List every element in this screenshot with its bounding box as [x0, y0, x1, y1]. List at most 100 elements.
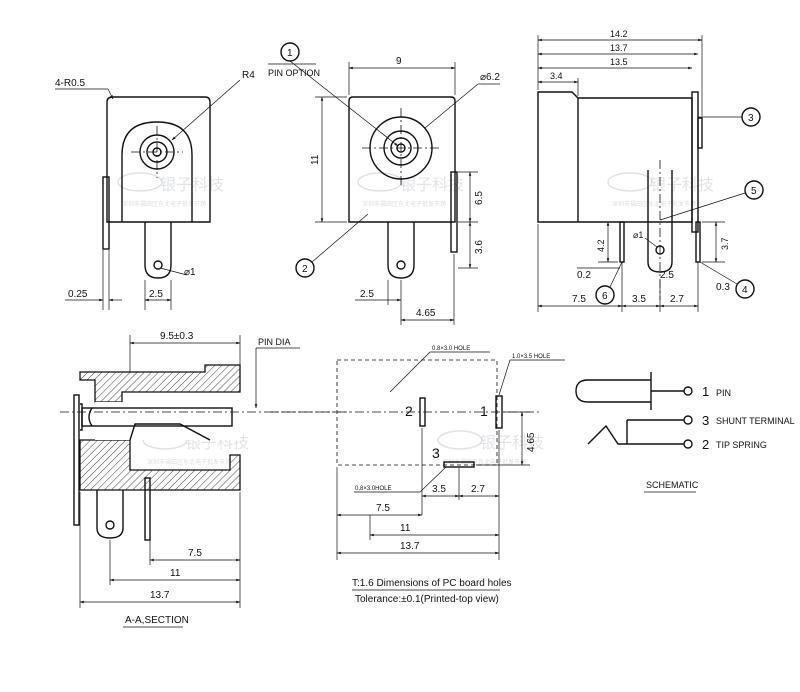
dim-13-5: 13.5 [610, 57, 628, 67]
pin3-label: SHUNT TERMINAL [716, 416, 795, 426]
dim-bore: ⌀6.2 [480, 72, 500, 83]
pin-6-outline [619, 221, 625, 263]
corner-radius-label: 4-R0.5 [55, 78, 85, 89]
watermark-2: 银子科技 深圳市福田区东北电子批发市场 [357, 172, 464, 208]
schematic: 1 PIN 3 SHUNT TERMINAL 2 TIP SPRING SCHE… [575, 372, 795, 493]
watermark-sub: 深圳市福田区东北电子批发市场 [362, 200, 446, 208]
pin-hole [396, 260, 406, 270]
pin-3-label: 3 [432, 445, 440, 461]
hole-radius-label: R4 [242, 70, 255, 81]
schematic-spring [587, 424, 684, 445]
dim-2-5: 2.5 [660, 270, 674, 281]
dim-7-5: 7.5 [572, 294, 586, 305]
terminal-3 [683, 415, 693, 425]
hole-1 [495, 395, 503, 429]
dim-3-7: 3.7 [720, 237, 730, 250]
top-left-view: 4-R0.5 R4 ⌀1 0.25 2.5 [55, 70, 255, 310]
dim-13-7: 13.7 [400, 541, 420, 552]
section-pin-2 [144, 477, 151, 541]
side-pin [102, 176, 110, 250]
hole-note-right: 1.0×3.5 HOLE [512, 354, 550, 360]
dim-13-7: 13.7 [610, 43, 628, 53]
callout-6: 6 [602, 291, 608, 302]
dim-width: 9 [396, 56, 402, 67]
pin1-label: PIN [716, 388, 731, 398]
dim-4-2: 4.2 [596, 239, 606, 252]
tip-spring [129, 423, 211, 441]
top-middle-view: 1 PIN OPTION 2 9 11 ⌀6.2 6.5 3.6 [268, 42, 500, 325]
housing-lower [79, 439, 241, 491]
dim-3-6: 3.6 [474, 240, 485, 254]
dim-pin-offset: 2.5 [149, 289, 163, 300]
dim-4-65: 4.65 [416, 308, 436, 319]
pin-1-label: 1 [480, 403, 488, 419]
pcb-note-line-1: T:1.6 Dimensions of PC board holes [352, 578, 512, 589]
callout-2: 2 [302, 264, 308, 275]
dim-2-7: 2.7 [670, 294, 684, 305]
side-pin [450, 171, 458, 253]
section-pin-3 [73, 394, 80, 526]
pin-2-label: 2 [405, 403, 413, 419]
watermark-brand: 银子科技 [400, 175, 464, 194]
watermark-5: 银子科技 深圳市福田区东北电子批发市场 [437, 430, 544, 466]
bottom-pin [144, 222, 172, 279]
pin-hole-label: ⌀1 [184, 267, 196, 278]
pin2-num: 2 [702, 437, 709, 452]
dim-9-5: 9.5±0.3 [160, 331, 194, 342]
callout-5-circle [744, 180, 764, 200]
dim-13-7: 13.7 [150, 590, 170, 601]
dim-2-5: 2.5 [360, 289, 374, 300]
hole-2 [419, 397, 426, 427]
pin-2-outline [647, 170, 673, 273]
dim-3-4: 3.4 [550, 71, 563, 81]
front-tab [697, 117, 703, 149]
watermark-brand: 银子科技 [480, 433, 544, 452]
watermark-sub: 深圳市福田区东北电子批发市场 [442, 458, 526, 466]
housing-upper [79, 364, 241, 403]
dim-2-7: 2.7 [471, 484, 485, 495]
top-right-view: 14.2 13.7 13.5 3.4 3 5 4 6 4.2 ⌀1 0.2 [537, 29, 764, 312]
dim-7-5: 7.5 [376, 503, 390, 514]
front-plate [691, 91, 699, 233]
body-outline [106, 96, 211, 223]
terminal-1 [683, 386, 693, 396]
dim-7-5: 7.5 [188, 548, 202, 559]
callout-4: 4 [742, 285, 748, 296]
dim-6-5: 6.5 [474, 191, 485, 205]
callout-2-circle [295, 258, 315, 278]
callout-1: 1 [287, 48, 293, 59]
dim-0-3: 0.3 [716, 282, 730, 293]
pcb-view: 2 1 3 0.8×3.0 HOLE 1.0×3.5 HOLE 0.8×3.0H… [270, 346, 565, 605]
dim-3-5: 3.5 [432, 484, 446, 495]
section-label: A-A,SECTION [125, 615, 189, 626]
pin2-label: TIP SPRING [716, 440, 767, 450]
pin-dia-label: PIN DIA [258, 337, 291, 347]
watermark-sub: 深圳市福田区东北电子批发市场 [612, 200, 696, 208]
section-pin [96, 490, 124, 539]
dim-pin-thickness: 0.25 [68, 289, 88, 300]
dim-11: 11 [170, 568, 181, 579]
pin-hole [153, 260, 163, 270]
schematic-title: SCHEMATIC [646, 480, 699, 490]
hole-note-bottom: 0.8×3.0HOLE [355, 486, 392, 492]
hole-3 [443, 461, 475, 468]
pin-hole-label: ⌀1 [633, 230, 643, 240]
pcb-note-line-2: Tolerance:±0.1(Printed-top view) [355, 594, 499, 605]
callout-6-circle [595, 285, 615, 305]
dim-11: 11 [400, 523, 411, 534]
schematic-pin-body [575, 379, 651, 403]
center-pin [81, 407, 233, 427]
dim-0-2: 0.2 [577, 270, 591, 281]
callout-3: 3 [748, 113, 754, 124]
watermark-sub: 深圳市福田区东北电子批发市场 [147, 458, 231, 466]
bottom-pin [387, 222, 415, 279]
dim-height: 11 [310, 154, 321, 165]
watermark-sub: 深圳市福田区东北电子批发市场 [122, 200, 206, 208]
watermark-1: 银子科技 深圳市福田区东北电子批发市场 [117, 172, 224, 208]
cap-outline [121, 121, 193, 222]
watermarks: 银子科技 深圳市福田区东北电子批发市场 银子科技 深圳市福田区东北电子批发市场 … [117, 172, 714, 466]
callout-5: 5 [751, 186, 757, 197]
callout-4-circle [735, 279, 755, 299]
